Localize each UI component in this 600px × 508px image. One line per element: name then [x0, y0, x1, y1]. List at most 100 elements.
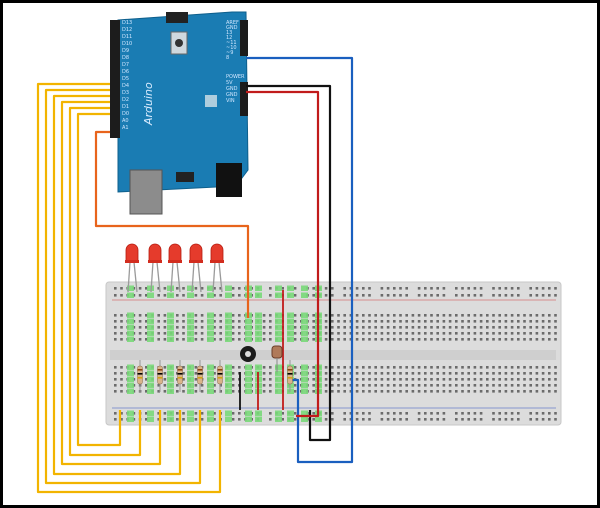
hole — [498, 294, 501, 297]
hole — [486, 332, 489, 335]
hole — [120, 326, 123, 329]
pin-label: D7 — [122, 62, 129, 68]
hole — [417, 412, 421, 415]
hole-active — [225, 312, 232, 318]
hole — [337, 314, 340, 317]
hole — [517, 390, 520, 393]
power-wire — [246, 90, 320, 418]
hole-active — [147, 318, 154, 324]
hole — [114, 412, 117, 415]
hole-active — [275, 324, 282, 330]
hole — [163, 338, 167, 341]
hole — [386, 390, 390, 393]
hole — [337, 384, 340, 387]
hole — [467, 412, 470, 415]
hole — [343, 372, 346, 375]
resistor — [157, 360, 163, 392]
hole — [231, 326, 235, 329]
hole — [461, 332, 464, 335]
hole-active — [147, 292, 154, 298]
hole — [238, 326, 241, 329]
hole — [380, 390, 384, 393]
leds — [125, 243, 224, 293]
hole — [411, 320, 415, 323]
hole — [535, 366, 539, 369]
hole — [535, 418, 539, 421]
hole — [163, 372, 167, 375]
hole — [479, 378, 483, 381]
hole — [430, 326, 433, 329]
hole — [331, 378, 334, 381]
hole — [479, 294, 483, 297]
hole — [331, 320, 334, 323]
hole — [405, 412, 408, 415]
hole — [504, 412, 508, 415]
hole — [548, 332, 551, 335]
hole — [455, 372, 458, 375]
hole — [554, 418, 557, 421]
hole — [393, 332, 396, 335]
hole — [498, 378, 501, 381]
hole — [157, 338, 160, 341]
hole — [337, 326, 340, 329]
hole — [436, 338, 439, 341]
hole — [448, 320, 452, 323]
hole — [399, 372, 402, 375]
hole — [517, 294, 520, 297]
hole — [262, 378, 266, 381]
hole — [269, 287, 272, 290]
hole — [486, 366, 489, 369]
hole — [312, 338, 315, 341]
hole — [200, 412, 204, 415]
hole — [492, 332, 495, 335]
hole — [479, 412, 483, 415]
hole — [324, 412, 328, 415]
hole-active — [255, 324, 262, 330]
hole — [399, 378, 402, 381]
hole — [492, 294, 495, 297]
hole-active — [275, 285, 282, 291]
hole — [436, 412, 439, 415]
hole — [448, 366, 452, 369]
hole — [386, 314, 390, 317]
hole — [368, 294, 371, 297]
hole — [269, 390, 272, 393]
hole — [312, 378, 315, 381]
hole — [498, 332, 501, 335]
hole — [114, 366, 117, 369]
hole — [473, 294, 477, 297]
hole — [120, 338, 123, 341]
hole — [442, 372, 446, 375]
hole — [523, 372, 526, 375]
hole-active — [207, 410, 214, 416]
hole — [120, 384, 123, 387]
hole — [517, 338, 520, 341]
hole — [424, 326, 427, 329]
hole — [380, 412, 384, 415]
hole-active — [147, 388, 154, 394]
hole — [262, 338, 266, 341]
hole — [312, 384, 315, 387]
hole — [529, 320, 532, 323]
hole-active — [225, 376, 232, 382]
hole — [176, 338, 179, 341]
hole — [442, 326, 446, 329]
power-header — [240, 82, 248, 116]
hole — [176, 384, 179, 387]
hole-active — [301, 388, 308, 394]
hole — [200, 287, 204, 290]
hole — [492, 378, 495, 381]
hole — [461, 366, 464, 369]
hole — [368, 314, 371, 317]
hole — [324, 418, 328, 421]
hole — [362, 418, 365, 421]
hole — [442, 320, 446, 323]
power-label: 5V — [226, 80, 233, 86]
hole-active — [245, 318, 252, 324]
signal-wire-2 — [44, 88, 202, 485]
hole-active — [187, 285, 194, 291]
hole — [417, 366, 421, 369]
hole — [442, 338, 446, 341]
hole — [523, 326, 526, 329]
